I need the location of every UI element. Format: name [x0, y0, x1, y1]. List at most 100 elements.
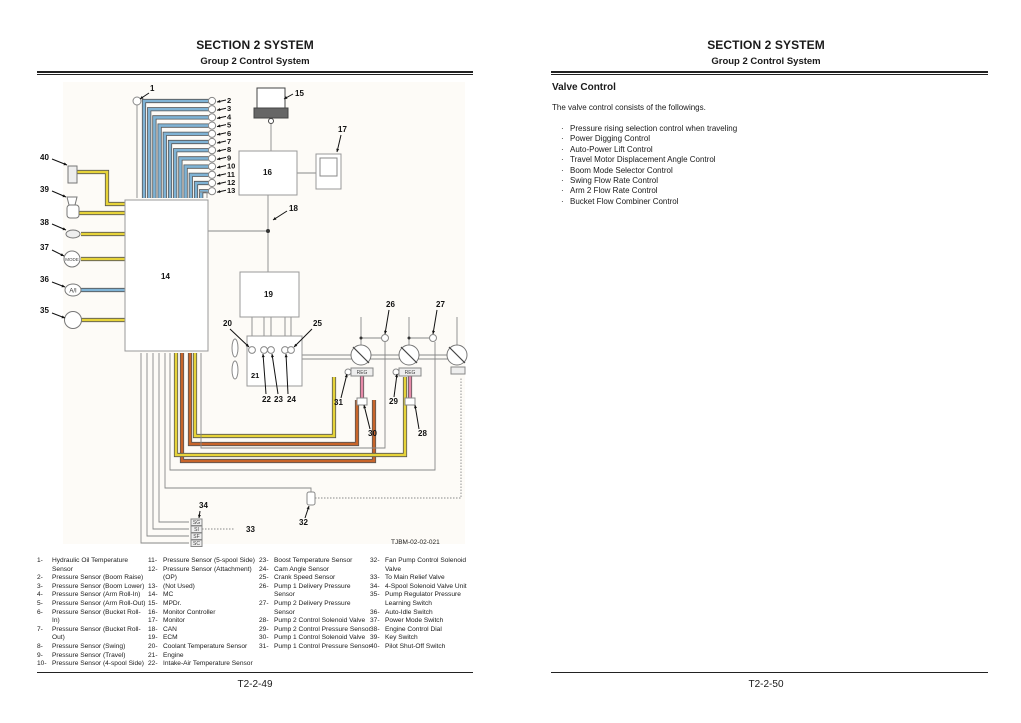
sensor-wire: [153, 116, 210, 198]
legend-number: 29-: [259, 625, 269, 633]
legend-item: 10-Pressure Sensor (4-spool Side): [37, 660, 147, 669]
callout-arrow: [285, 353, 289, 395]
engine-sensor-icon: [260, 346, 268, 354]
legend-number: 4-: [37, 591, 43, 599]
sensor-13-line: [199, 191, 208, 198]
callout-arrow: [340, 373, 348, 399]
callout-number: 3: [227, 104, 231, 113]
callout-arrow: [293, 328, 313, 348]
list-item: ·Pressure rising selection control when …: [561, 124, 737, 134]
callout-number: 26: [386, 300, 395, 309]
legend-item: 5-Pressure Sensor (Arm Roll-Out): [37, 600, 147, 609]
legend-text: Pressure Sensor (Boom Lower): [52, 582, 145, 590]
legend-item: 16-Monitor Controller: [148, 609, 260, 618]
arrowhead-icon: [61, 315, 65, 319]
legend-item: 33-To Main Relief Valve: [370, 574, 478, 583]
legend-number: 20-: [148, 642, 158, 650]
callout-number: 8: [227, 145, 231, 154]
arrowhead-icon: [217, 124, 221, 128]
legend-number: 35-: [370, 591, 380, 599]
solenoid-port-icon: [190, 539, 203, 547]
page-number: T2-2-50: [748, 679, 784, 690]
mc-box: [124, 199, 209, 352]
arrowhead-icon: [270, 354, 274, 358]
arrowhead-icon: [217, 165, 221, 169]
legend-text: Fan Pump Control Solenoid Valve: [385, 557, 467, 573]
callout-number: 7: [227, 137, 231, 146]
mode-label: MODE: [65, 257, 79, 262]
callout-arrow: [229, 328, 250, 348]
callout-number: 11: [227, 170, 235, 179]
delivery-pressure-sensor-icon: [429, 334, 437, 342]
legend-number: 17-: [148, 617, 158, 625]
bullet-icon: ·: [561, 165, 564, 175]
callout-number: 10: [227, 162, 235, 171]
legend-item: 32-Fan Pump Control Solenoid Valve: [370, 557, 478, 574]
legend-item: 9-Pressure Sensor (Travel): [37, 652, 147, 661]
legend-text: (Not Used): [163, 582, 195, 590]
sensor-wire: [147, 107, 210, 198]
arrowhead-icon: [261, 354, 265, 358]
bullet-icon: ·: [561, 134, 564, 144]
intro-text: The valve control consists of the follow…: [552, 103, 706, 112]
legend-text: CAN: [163, 625, 177, 633]
monitor-controller-box: [238, 150, 298, 196]
list-item-text: Arm 2 Flow Rate Control: [570, 186, 658, 196]
legend-item: 21-Engine: [148, 652, 260, 661]
legend-number: 11-: [148, 557, 158, 564]
arrowhead-icon: [61, 284, 65, 288]
callout-number: 23: [274, 395, 283, 404]
footer-rule: [37, 672, 473, 673]
sensor-wire: [168, 140, 210, 198]
legend-text: Pump Regulator Pressure Learning Switch: [385, 591, 461, 607]
arrowhead-icon: [217, 157, 221, 161]
arrowhead-icon: [217, 140, 221, 144]
legend-number: 27-: [259, 599, 269, 607]
legend-number: 14-: [148, 591, 158, 599]
arrowhead-icon: [217, 108, 221, 112]
legend-number: 24-: [259, 565, 269, 573]
legend-number: 19-: [148, 634, 158, 642]
legend-item: 34-4-Spool Solenoid Valve Unit: [370, 583, 478, 592]
arrowhead-icon: [217, 190, 221, 194]
legend-text: Intake-Air Temperature Sensor: [163, 660, 253, 668]
legend-item: 31-Pump 1 Control Pressure Sensor: [259, 643, 371, 652]
arrowhead-icon: [344, 374, 348, 378]
callout-number: 22: [262, 395, 271, 404]
callout-number: 36: [40, 275, 49, 284]
footer-rule: [551, 672, 988, 673]
learning-switch-icon: [64, 311, 82, 329]
power-mode-switch-icon: [63, 250, 81, 268]
legend-text: Crank Speed Sensor: [274, 574, 336, 582]
legend-number: 30-: [259, 634, 269, 642]
valve-control-heading: Valve Control: [552, 82, 616, 93]
group-title: Group 2 Control System: [711, 56, 821, 67]
callout-number: 30: [368, 429, 377, 438]
monitor-screen-icon: [319, 157, 338, 177]
pump2-pressure-wire: [174, 353, 407, 457]
pressure-sensor-icon: [207, 105, 217, 114]
section-title: SECTION 2 SYSTEM: [707, 38, 825, 52]
legend-text: ECM: [163, 634, 178, 642]
callout-number: 5: [227, 121, 231, 130]
list-item-text: Auto-Power Lift Control: [570, 144, 653, 154]
mc-label: 14: [161, 272, 170, 281]
legend-number: 34-: [370, 582, 380, 590]
arrowhead-icon: [284, 354, 288, 358]
header-rule: [551, 71, 988, 75]
callout-arrow: [393, 373, 398, 398]
legend-item: 27-Pump 2 Delivery Pressure Sensor: [259, 600, 371, 617]
legend-number: 9-: [37, 651, 43, 659]
legend-number: 40-: [370, 642, 380, 650]
pressure-sensor-icon: [207, 187, 217, 196]
solenoid-valve-icon: [404, 397, 416, 406]
arrowhead-icon: [294, 343, 298, 347]
legend-number: 33-: [370, 574, 380, 582]
legend-text: Pressure Sensor (5-spool Side): [163, 557, 255, 564]
engine-control-dial-icon: [65, 229, 81, 239]
